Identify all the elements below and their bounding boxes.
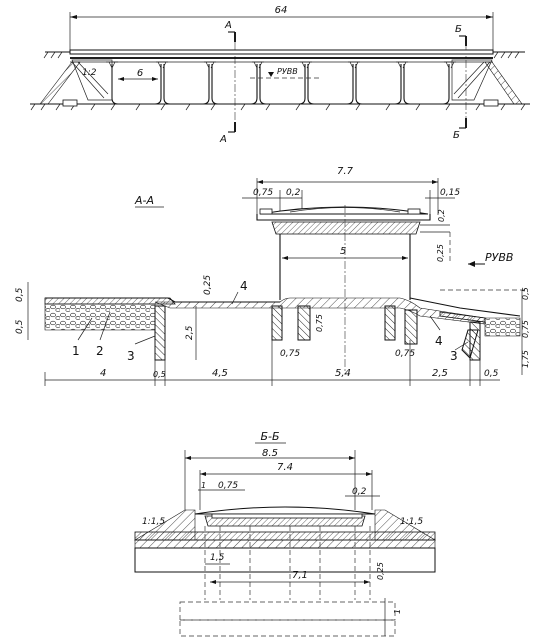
slope-left-label: 1:1,5 <box>142 517 165 527</box>
slope-right-label: 1:1,5 <box>400 517 423 527</box>
pier-width-label: 5 <box>340 246 346 257</box>
dim-015-label: 0,15 <box>440 188 460 198</box>
bottom-dim-54: 5,4 <box>335 368 351 379</box>
left-05-label: 0,5 <box>15 287 25 302</box>
section-a-top-label: A <box>224 20 232 31</box>
left-05b-label: 0,5 <box>15 319 25 334</box>
aa-callouts: 1 2 3 4 4 3 <box>72 279 469 363</box>
d075c-label: 0,75 <box>395 349 415 359</box>
water-level-top: РУВВ <box>250 67 320 79</box>
dim-total-label: 64 <box>275 5 288 16</box>
callout-4: 4 <box>240 279 248 293</box>
bottom-dim-25: 2,5 <box>432 368 448 379</box>
bottom-dim-05r: 0,5 <box>484 369 499 379</box>
dim-span-6: 6 <box>118 68 158 81</box>
bb-d1v-label: 1 <box>393 609 402 614</box>
right-175-label: 1,75 <box>521 350 530 368</box>
bottom-dim-45: 4,5 <box>212 368 228 379</box>
dim-025r-label: 0,25 <box>436 244 445 262</box>
right-05-label: 0,5 <box>521 287 530 300</box>
pier: 5 <box>279 205 411 375</box>
d025-label: 0,25 <box>203 275 213 295</box>
abutment-left: 1:2 <box>39 59 113 107</box>
bb-d1-label: 1 <box>201 481 206 490</box>
section-mark-b: Б Б <box>453 24 467 141</box>
d075b-label: 0,75 <box>315 314 324 332</box>
bottom-dim-4: 4 <box>100 368 106 379</box>
water-level-top-label: РУВВ <box>277 67 298 76</box>
abutment-right <box>451 59 523 107</box>
section-b-top-label: Б <box>455 24 462 35</box>
section-bb-total: 8.5 <box>262 448 278 459</box>
section-bb-inner: 7.4 <box>277 462 293 473</box>
section-mark-a: A A <box>219 20 236 145</box>
span-label: 6 <box>137 68 143 79</box>
elevation-view: 64 A A Б Б <box>30 5 530 145</box>
right-075-label: 0,75 <box>521 320 530 338</box>
bottom-dim-05: 0,5 <box>153 370 166 379</box>
spans <box>106 61 456 105</box>
bb-d075-label: 0,75 <box>218 481 238 491</box>
deck-top <box>256 206 431 235</box>
water-level-aa: РУВВ <box>440 251 525 291</box>
callout-3b: 3 <box>450 349 458 363</box>
ground <box>30 51 530 111</box>
aa-bottom-dims: 4 0,5 4,5 5,4 2,5 0,5 <box>44 340 500 386</box>
section-aa-title: А-А <box>134 194 154 207</box>
deck <box>69 49 494 63</box>
section-bb: Б-Б 8.5 7.4 1 0,75 0,2 1:1,5 1:1,5 1 <box>133 430 437 637</box>
section-aa: А-А 7.7 0,75 0,2 0,15 0,2 0,25 <box>15 166 530 386</box>
water-level-aa-label: РУВВ <box>485 251 513 264</box>
callout-3: 3 <box>127 349 135 363</box>
dim-77-label: 7.7 <box>337 166 354 177</box>
dim-075-label: 0,75 <box>253 188 273 198</box>
embankment <box>44 297 521 337</box>
bb-d71-label: 7,1 <box>292 570 308 581</box>
callout-1: 1 <box>72 344 80 358</box>
dim-02r-label: 0,2 <box>437 209 446 222</box>
section-a-bottom-label: A <box>219 134 227 145</box>
callout-2: 2 <box>96 344 104 358</box>
aa-dim-labels: 0,5 0,5 0,25 2,5 0,75 0,75 0,75 0,5 0,75… <box>15 275 530 375</box>
slope-label: 1:2 <box>82 68 97 78</box>
section-bb-title: Б-Б <box>260 430 279 443</box>
walls <box>154 305 481 361</box>
d075a-label: 0,75 <box>280 349 300 359</box>
dim-total-64: 64 <box>69 5 494 50</box>
bb-d15-label: 1,5 <box>210 553 225 563</box>
bb-d025-label: 0,25 <box>376 562 385 580</box>
section-b-bottom-label: Б <box>453 130 460 141</box>
bb-d02-label: 0,2 <box>352 487 367 497</box>
dim-02-label: 0,2 <box>286 188 301 198</box>
callout-4b: 4 <box>435 334 443 348</box>
d25-label: 2,5 <box>185 325 195 340</box>
